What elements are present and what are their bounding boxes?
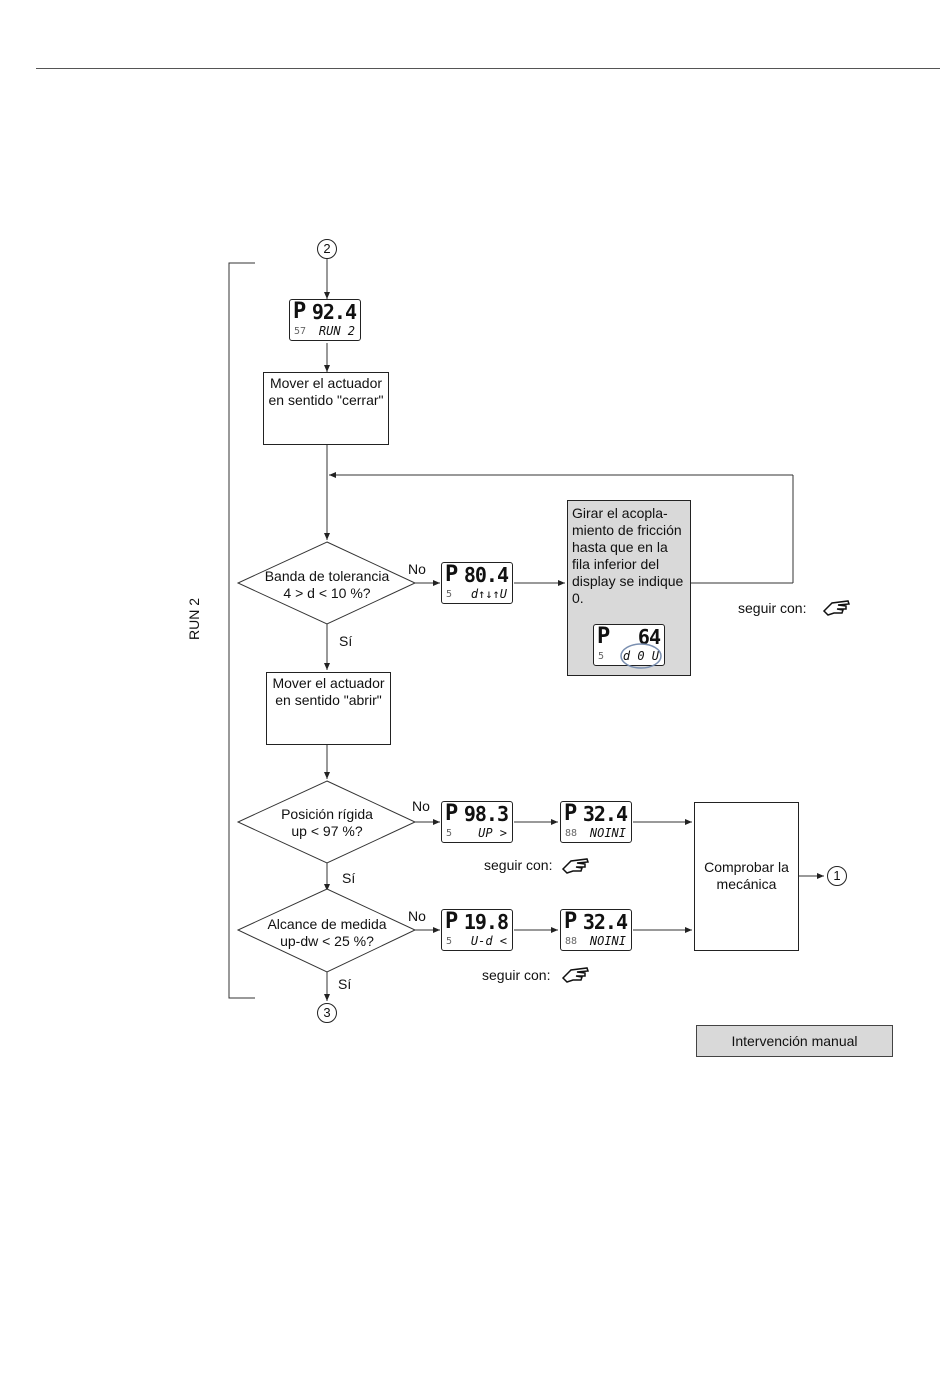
lcd-ud: P 19.8 5 U-d < [441, 909, 513, 951]
lcd-value: 80.4 [463, 563, 509, 587]
seguir-label-1: seguir con: [738, 600, 807, 616]
lcd-p: P [564, 801, 578, 826]
label-si-1: Sí [339, 633, 353, 649]
box-move-close: Mover el actuador en sentido "cerrar" [263, 372, 389, 445]
pointing-hand-icon [561, 964, 591, 988]
lcd-value: 32.4 [582, 802, 628, 826]
lcd-p: P [293, 299, 307, 324]
lcd-sub: RUN 2 [318, 324, 355, 338]
decision-range-line2: up-dw < 25 %? [280, 933, 374, 949]
connector-2: 2 [317, 239, 337, 259]
label-no-1: No [408, 561, 426, 577]
highlight-ellipse [620, 643, 662, 669]
decision-position [236, 780, 417, 864]
lcd-sub-left: 5 [598, 651, 605, 662]
lcd-value: 32.4 [582, 910, 628, 934]
label-no-2: No [412, 798, 430, 814]
decision-tolerance-line1: Banda de tolerancia [264, 568, 390, 584]
box-move-open: Mover el actuador en sentido "abrir" [266, 672, 391, 745]
label-si-2: Sí [342, 870, 356, 886]
decision-position-text: Posición rígida up < 97 %? [255, 806, 399, 840]
legend-manual-intervention: Intervención manual [696, 1025, 893, 1057]
decision-range-line1: Alcance de medida [267, 916, 387, 932]
connector-1: 1 [827, 866, 847, 886]
lcd-value: 98.3 [463, 802, 509, 826]
box-check-mechanics: Comprobar la mecánica [694, 802, 799, 951]
lcd-sub: NOINI [589, 934, 626, 948]
lcd-noini-1: P 32.4 88 NOINI [560, 801, 632, 843]
lcd-value: 92.4 [311, 300, 357, 324]
lcd-sub: d↑↓↑U [470, 587, 507, 601]
lcd-p: P [564, 909, 578, 934]
lcd-noini-2: P 32.4 88 NOINI [560, 909, 632, 951]
decision-tolerance-text: Banda de tolerancia 4 > d < 10 %? [250, 568, 404, 602]
lcd-sub-left: 88 [565, 936, 578, 947]
lcd-sub-left: 5 [446, 589, 453, 600]
lcd-sub: NOINI [589, 826, 626, 840]
header-rule [36, 68, 940, 69]
lcd-friction-inner: P 64 5 d 0 U [593, 624, 665, 666]
decision-range-text: Alcance de medida up-dw < 25 %? [255, 916, 399, 950]
decision-range [236, 888, 417, 973]
label-si-3: Sí [338, 976, 352, 992]
lcd-sub-left: 88 [565, 828, 578, 839]
pointing-hand-icon [822, 597, 852, 621]
friction-text: Girar el acopla-miento de fricción hasta… [572, 505, 684, 606]
lcd-p: P [445, 562, 459, 587]
lcd-sub: d 0 U [622, 649, 659, 663]
run2-label: RUN 2 [186, 597, 202, 640]
seguir-label-3: seguir con: [482, 967, 551, 983]
label-no-3: No [408, 908, 426, 924]
connector-3: 3 [317, 1003, 337, 1023]
seguir-label-2: seguir con: [484, 857, 553, 873]
lcd-up: P 98.3 5 UP > [441, 801, 513, 843]
lcd-p: P [445, 909, 459, 934]
decision-tolerance [236, 541, 417, 625]
decision-position-line2: up < 97 %? [291, 823, 363, 839]
lcd-tolerance: P 80.4 5 d↑↓↑U [441, 562, 513, 604]
lcd-p: P [445, 801, 459, 826]
lcd-sub-left: 5 [446, 936, 453, 947]
lcd-run2: P 92.4 57 RUN 2 [289, 299, 361, 341]
lcd-sub: U-d < [470, 934, 507, 948]
lcd-value: 64 [637, 625, 661, 649]
lcd-sub-left: 57 [294, 326, 307, 337]
decision-position-line1: Posición rígida [281, 806, 373, 822]
lcd-sub-left: 5 [446, 828, 453, 839]
lcd-value: 19.8 [463, 910, 509, 934]
pointing-hand-icon [561, 855, 591, 879]
decision-tolerance-line2: 4 > d < 10 %? [283, 585, 371, 601]
lcd-sub: UP > [478, 826, 507, 840]
lcd-p: P [597, 624, 611, 649]
